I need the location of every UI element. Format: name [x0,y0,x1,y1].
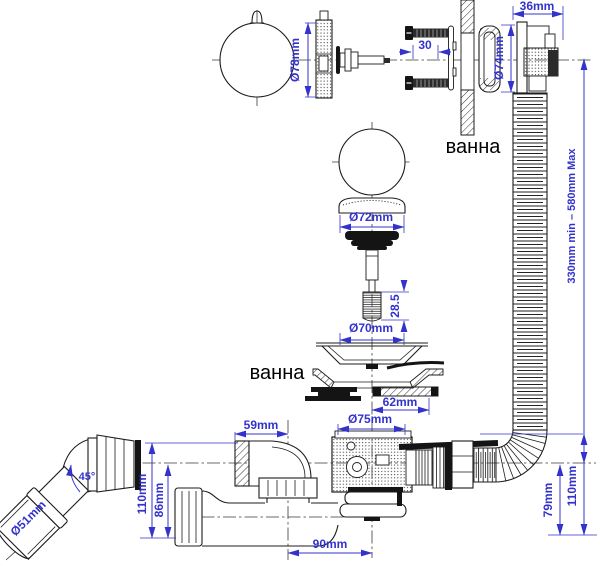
trap-bottom-run [174,487,339,547]
drain-cap-side-view [338,197,406,214]
outlet-adapter-stack [398,440,499,490]
dimension-lines [66,10,588,557]
dim-hose-drop: 110mm [565,466,579,507]
dim-elbow-angle: 45° [79,471,96,483]
outlet-elbow-45 [0,434,141,560]
overflow-hose-bend [494,429,548,483]
dim-inlet-height: 110mm [135,474,149,515]
underside-gasket [305,387,361,401]
plug-front-view [219,10,295,98]
plug-side-view [315,10,333,99]
mounting-screw-bottom [404,75,450,91]
dim-trap-length: 90mm [313,537,348,551]
dim-overflow-gasket-diameter: Ø74mm [492,36,506,80]
bathtub-wall-section [460,0,475,136]
dim-overflow-depth: 36mm [520,0,555,13]
trap-inlet-elbow [234,440,318,503]
dim-outlet-height: 79mm [541,483,555,518]
label-bathtub-top: ванна [446,136,502,158]
drain-plug-stem [362,249,382,322]
dim-drain-body-diameter: Ø75mm [348,412,392,426]
plug-valve-stem [336,46,390,74]
overflow-hose-vertical [512,92,548,431]
overflow-body [516,21,559,94]
dim-trap-height: 86mm [152,483,166,518]
overflow-gasket-ring [478,25,501,93]
drain-tee-section [331,430,413,521]
dim-overflow-hose-range: 330mm min – 580mm Max [566,148,578,284]
drain-cap-top-view [338,128,406,196]
dim-gasket-offset: 62mm [383,395,418,409]
dim-plug-cap-diameter: Ø78mm [288,38,302,82]
dim-strainer-diameter: Ø70mm [349,321,393,335]
drain-seal-stack [345,231,399,250]
dim-screw-length: 30 [418,38,432,52]
flat-gasket [372,386,439,397]
dim-inlet-offset: 59mm [244,418,279,432]
bathtub-floor-section [312,361,445,389]
dim-plug-stroke: 28.5 [388,294,402,318]
dim-drain-cap-diameter: Ø72mm [349,210,393,224]
label-bathtub-middle: ванна [250,362,306,384]
gasket-plate [448,25,457,91]
